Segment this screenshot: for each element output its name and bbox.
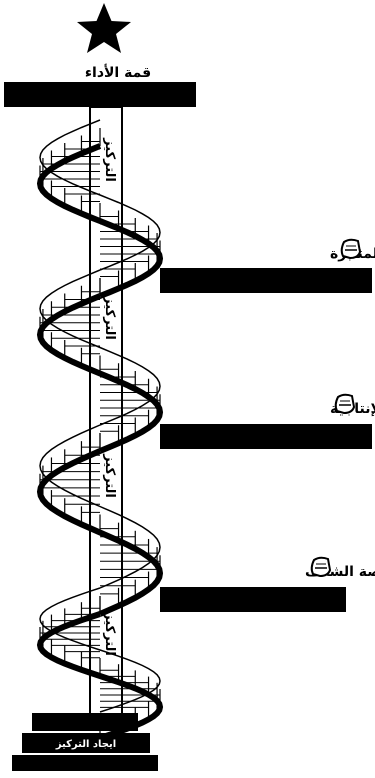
column-label-3: التركيز (102, 453, 117, 498)
summit-label: قمة الأداء (85, 64, 151, 81)
platform-bar-1 (160, 268, 372, 293)
armchair-icon (312, 558, 330, 576)
svg-text:التركيز: التركيز (102, 611, 117, 656)
column-label-1: التركيز (102, 137, 117, 182)
platform-bar-2 (160, 424, 372, 449)
spiral-turn (40, 120, 160, 296)
platform-bar-3 (160, 587, 346, 612)
summit-bar (4, 82, 196, 107)
spiral-turn (40, 425, 160, 614)
base-step-top (32, 713, 138, 731)
column-label-2: التركيز (102, 295, 117, 340)
armchair-icon (342, 240, 360, 258)
base-step-bottom (12, 755, 158, 771)
svg-text:التركيز: التركيز (102, 453, 117, 498)
svg-text:التركيز: التركيز (102, 137, 117, 182)
star-icon (77, 3, 131, 53)
armchair-icon (336, 395, 354, 413)
column-label-4: التركيز (102, 611, 117, 656)
base-label: ايجاد التركيز (55, 739, 116, 750)
spiral-turn (40, 270, 160, 451)
svg-text:التركيز: التركيز (102, 295, 117, 340)
